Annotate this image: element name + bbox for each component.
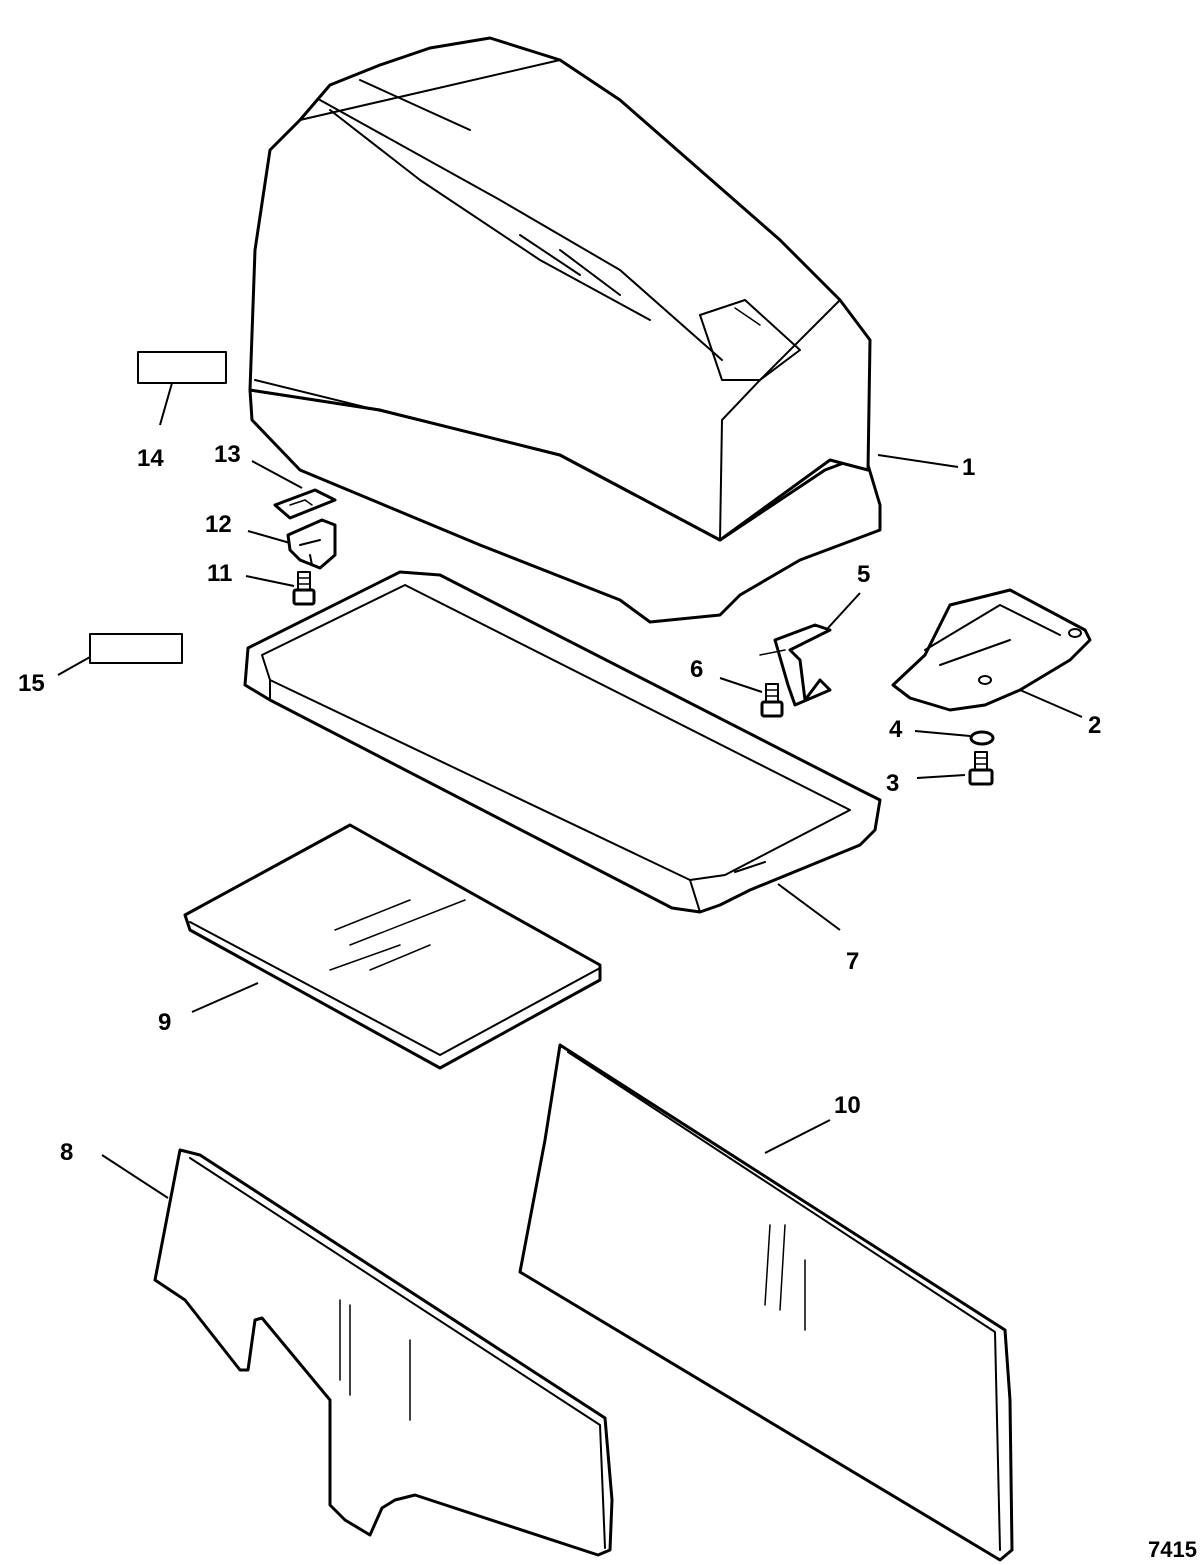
- callout-7: 7: [846, 948, 859, 975]
- callout-5: 5: [857, 561, 870, 588]
- callout-8: 8: [60, 1139, 73, 1166]
- callout-14: 14: [137, 445, 164, 472]
- callout-labels: 1 2 3 4 5 6 7 8 9 10 11 12 13 14 15: [18, 441, 1101, 1166]
- part-7-seal-frame: [243, 570, 882, 914]
- callout-4: 4: [889, 716, 903, 743]
- callout-1: 1: [962, 454, 975, 481]
- callout-3: 3: [886, 770, 899, 797]
- part-8-side-panel: [153, 1148, 614, 1557]
- figure-number: 7415: [1148, 1537, 1197, 1562]
- part-14-decal: [137, 351, 227, 384]
- callout-6: 6: [690, 656, 703, 683]
- callout-13: 13: [214, 441, 241, 468]
- part-4-washer: [969, 730, 995, 746]
- part-5-clip: [759, 623, 832, 707]
- part-11-screw: [292, 571, 316, 606]
- part-10-side-panel: [518, 1043, 1014, 1562]
- callout-12: 12: [205, 511, 232, 538]
- part-12-clip: [286, 518, 337, 570]
- part-9-pad: [183, 823, 602, 1070]
- callout-11: 11: [207, 560, 232, 587]
- part-2-bracket-plate: [891, 588, 1092, 712]
- callout-9: 9: [158, 1009, 171, 1036]
- part-6-screw: [760, 683, 784, 718]
- callout-2: 2: [1088, 712, 1101, 739]
- leader-lines: [57, 382, 1083, 1199]
- callout-10: 10: [834, 1092, 861, 1119]
- part-3-screw: [968, 751, 994, 786]
- part-13-plate: [273, 488, 337, 520]
- part-1-top-cowl: [248, 36, 882, 624]
- part-15-decal: [89, 633, 183, 664]
- callout-15: 15: [18, 670, 45, 697]
